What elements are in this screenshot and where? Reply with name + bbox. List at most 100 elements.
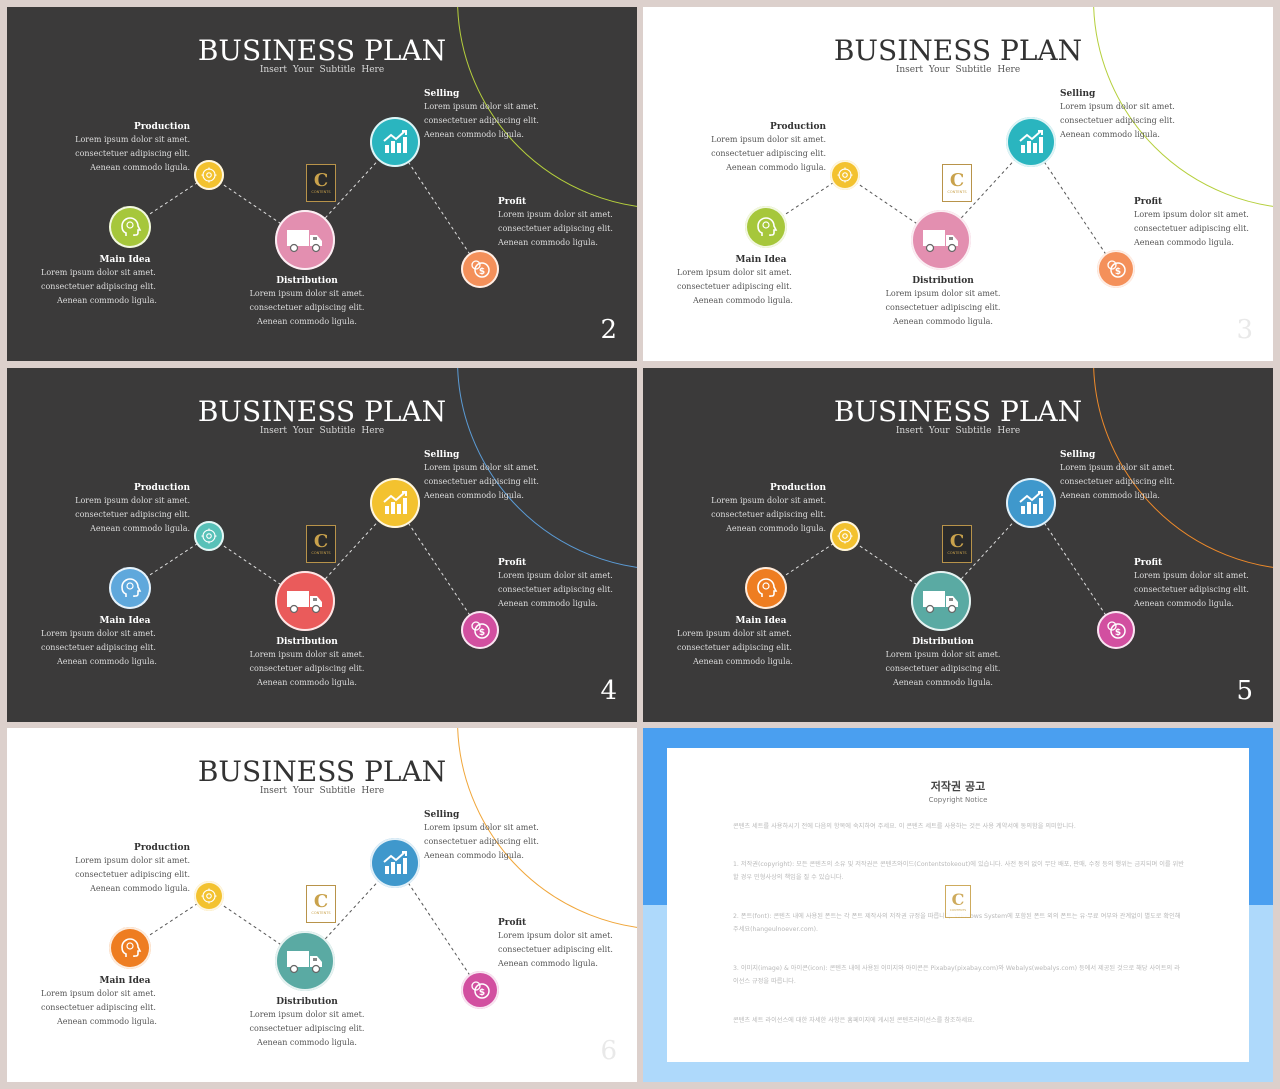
main-idea-heading: Main Idea <box>99 616 151 626</box>
page-number: 2 <box>600 315 617 345</box>
contents-logo: C CONTENTS <box>945 885 971 918</box>
brain-head-icon <box>118 215 142 239</box>
production-text: consectetuer adipiscing elit. <box>75 870 190 879</box>
distribution-heading: Distribution <box>912 637 974 647</box>
profit-text: Aenean commodo ligula. <box>1134 599 1234 608</box>
logo-text: CONTENTS <box>311 189 331 194</box>
production-label: Production Lorem ipsum dolor sit amet. c… <box>711 121 826 175</box>
profit-label: Profit Lorem ipsum dolor sit amet. conse… <box>1134 196 1249 250</box>
truck-icon <box>285 586 325 616</box>
selling-node <box>370 478 420 528</box>
production-text: consectetuer adipiscing elit. <box>75 510 190 519</box>
selling-text: Aenean commodo ligula. <box>1060 130 1160 139</box>
selling-label: Selling Lorem ipsum dolor sit amet. cons… <box>1060 88 1175 142</box>
slide-title: BUSINESS PLAN <box>197 34 447 67</box>
production-label: Production Lorem ipsum dolor sit amet. c… <box>711 482 826 536</box>
main-idea-text: Lorem ipsum dolor sit amet. <box>41 629 156 638</box>
production-text: consectetuer adipiscing elit. <box>75 149 190 158</box>
production-heading: Production <box>134 122 190 132</box>
logo-text: CONTENTS <box>947 189 967 194</box>
main-idea-text: consectetuer adipiscing elit. <box>677 282 792 291</box>
profit-text: Aenean commodo ligula. <box>498 599 598 608</box>
notice-subtitle: Copyright Notice <box>928 796 988 804</box>
production-node <box>830 160 860 190</box>
slide-3[interactable]: BUSINESS PLAN Insert Your Subtitle Here <box>643 7 1273 361</box>
logo-letter: C <box>313 890 329 912</box>
copyright-notice-slide[interactable]: 저작권 공고 Copyright Notice 콘텐츠 세트를 사용하시기 전에… <box>643 728 1273 1082</box>
growth-chart-icon <box>380 127 410 157</box>
production-heading: Production <box>770 483 826 493</box>
production-text: Aenean commodo ligula. <box>90 884 190 893</box>
distribution-heading: Distribution <box>276 637 338 647</box>
distribution-text: Lorem ipsum dolor sit amet. <box>249 289 365 298</box>
distribution-text: Aenean commodo ligula. <box>893 317 993 326</box>
coins-icon: $ <box>1104 618 1128 642</box>
page-number: 4 <box>600 676 617 706</box>
selling-text: consectetuer adipiscing elit. <box>424 837 539 846</box>
notice-outro: 콘텐츠 세트 라이선스에 대한 자세한 사항은 홈페이지에 게시된 콘텐츠라이선… <box>733 1017 975 1024</box>
main-idea-text: Lorem ipsum dolor sit amet. <box>41 989 156 998</box>
profit-label: Profit Lorem ipsum dolor sit amet. conse… <box>498 557 613 611</box>
main-idea-heading: Main Idea <box>735 255 787 265</box>
svg-text:$: $ <box>1115 267 1121 277</box>
selling-text: consectetuer adipiscing elit. <box>424 477 539 486</box>
profit-label: Profit Lorem ipsum dolor sit amet. conse… <box>498 917 613 971</box>
slide-4[interactable]: BUSINESS PLAN Insert Your Subtitle Here <box>7 368 637 722</box>
distribution-node <box>275 931 335 991</box>
slide-title: BUSINESS PLAN <box>833 34 1083 67</box>
slide-subtitle: Insert Your Subtitle Here <box>895 426 1021 436</box>
profit-text: Aenean commodo ligula. <box>1134 238 1234 247</box>
production-text: Lorem ipsum dolor sit amet. <box>75 856 190 865</box>
production-node <box>194 160 224 190</box>
notice-intro: 콘텐츠 세트를 사용하시기 전에 다음의 항목에 숙지하여 주세요. 이 콘텐츠… <box>733 823 1076 830</box>
profit-heading: Profit <box>498 918 527 928</box>
profit-node: $ <box>461 250 499 288</box>
selling-label: Selling Lorem ipsum dolor sit amet. cons… <box>424 88 539 142</box>
selling-text: Lorem ipsum dolor sit amet. <box>1060 463 1175 472</box>
selling-text: Lorem ipsum dolor sit amet. <box>424 102 539 111</box>
contents-logo: C CONTENTS <box>942 525 972 563</box>
notice-card: 저작권 공고 Copyright Notice 콘텐츠 세트를 사용하시기 전에… <box>667 748 1249 1062</box>
distribution-text: consectetuer adipiscing elit. <box>249 664 365 673</box>
slide-5[interactable]: BUSINESS PLAN Insert Your Subtitle Here <box>643 368 1273 722</box>
selling-text: consectetuer adipiscing elit. <box>1060 116 1175 125</box>
production-heading: Production <box>134 483 190 493</box>
logo-text: CONTENTS <box>949 907 967 912</box>
main-idea-text: Aenean commodo ligula. <box>693 657 793 666</box>
production-text: Lorem ipsum dolor sit amet. <box>75 496 190 505</box>
main-idea-heading: Main Idea <box>99 976 151 986</box>
production-node <box>194 521 224 551</box>
distribution-label: Distribution Lorem ipsum dolor sit amet.… <box>873 636 1013 690</box>
selling-node <box>1006 117 1056 167</box>
svg-text:$: $ <box>479 628 485 638</box>
gear-cycle-icon <box>200 887 218 905</box>
distribution-node <box>275 571 335 631</box>
logo-letter: C <box>313 169 329 191</box>
coins-icon: $ <box>1104 257 1128 281</box>
gear-cycle-icon <box>836 166 854 184</box>
slide-6[interactable]: BUSINESS PLAN Insert Your Subtitle Here <box>7 728 637 1082</box>
page-number: 6 <box>600 1036 617 1066</box>
profit-text: consectetuer adipiscing elit. <box>498 224 613 233</box>
profit-node: $ <box>1097 611 1135 649</box>
distribution-text: Aenean commodo ligula. <box>893 678 993 687</box>
distribution-node <box>275 210 335 270</box>
growth-chart-icon <box>1016 488 1046 518</box>
distribution-heading: Distribution <box>912 276 974 286</box>
selling-text: Aenean commodo ligula. <box>1060 491 1160 500</box>
profit-heading: Profit <box>1134 197 1163 207</box>
logo-letter: C <box>949 169 965 191</box>
logo-text: CONTENTS <box>947 550 967 555</box>
selling-heading: Selling <box>424 89 460 99</box>
main-idea-node <box>745 567 787 609</box>
slide-2[interactable]: BUSINESS PLAN Insert Your Subtitle Here <box>7 7 637 361</box>
main-idea-label: Main Idea Lorem ipsum dolor sit amet. co… <box>661 615 861 669</box>
main-idea-text: Lorem ipsum dolor sit amet. <box>677 268 792 277</box>
notice-image-paragraph: 3. 이미지(image) & 아이콘(icon): 콘텐츠 내에 사용된 이미… <box>733 965 1180 985</box>
production-node <box>830 521 860 551</box>
page-number: 5 <box>1236 676 1253 706</box>
main-idea-heading: Main Idea <box>735 616 787 626</box>
distribution-text: Lorem ipsum dolor sit amet. <box>885 650 1001 659</box>
selling-text: Lorem ipsum dolor sit amet. <box>1060 102 1175 111</box>
svg-text:$: $ <box>479 988 485 998</box>
